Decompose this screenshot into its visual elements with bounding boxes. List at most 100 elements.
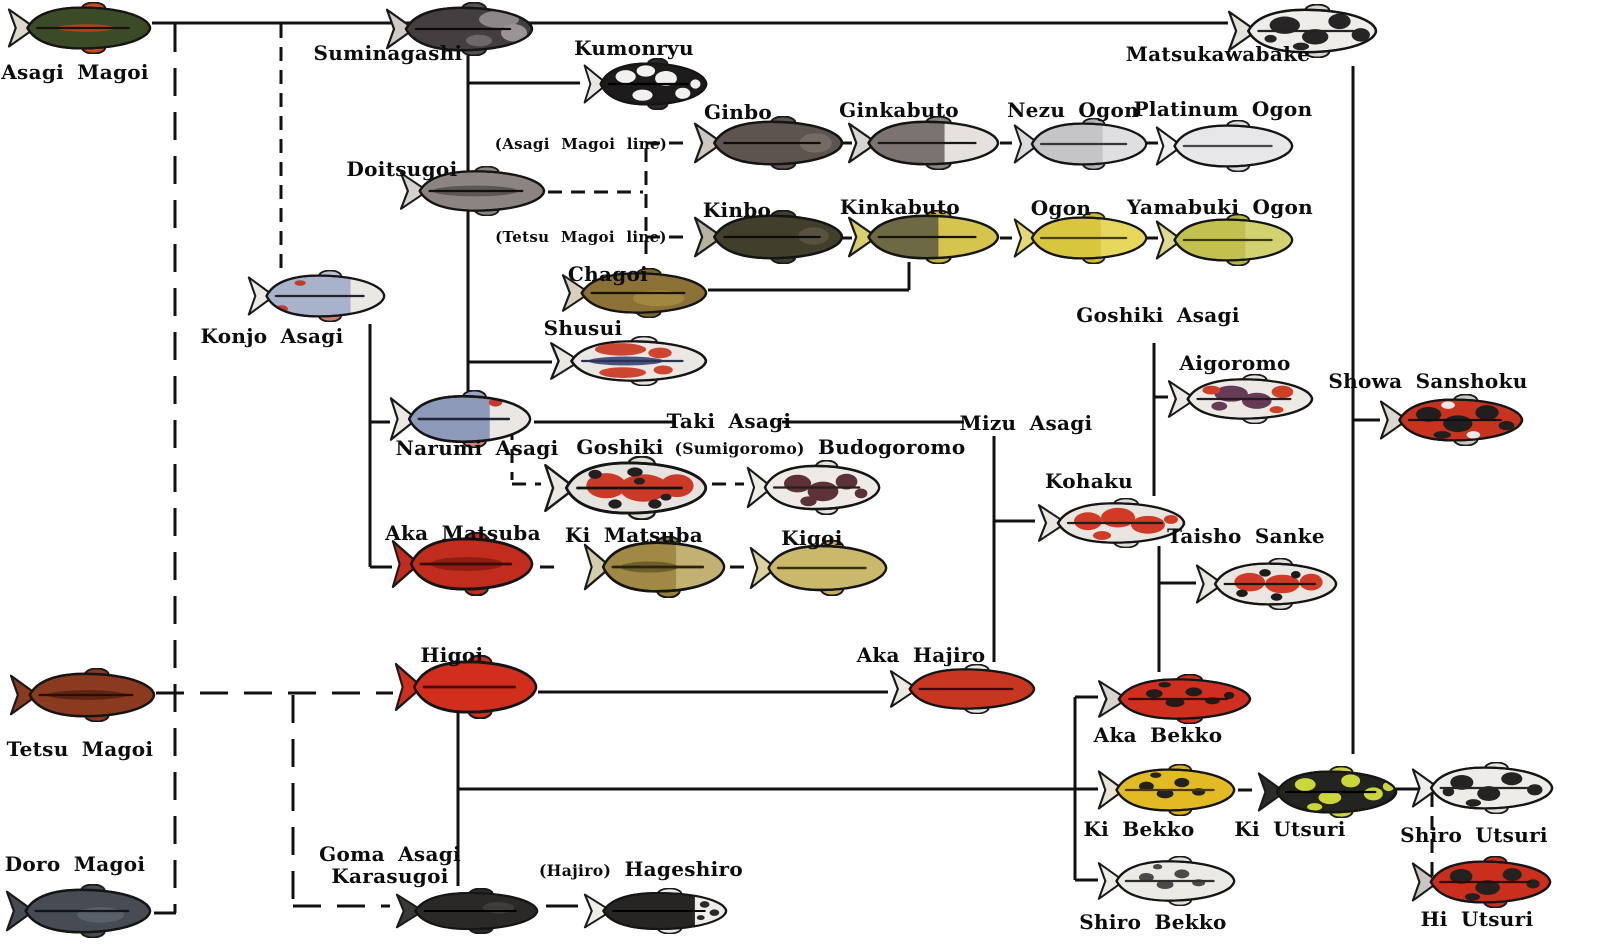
hi-utsuri-label-text: Hi Utsuri (1420, 907, 1534, 931)
mizu-asagi-label-text: Mizu Asagi (959, 411, 1093, 435)
goshiki-asagi-label-text: Goshiki Asagi (1076, 303, 1240, 327)
goshiki-fish (544, 456, 708, 520)
nezu-ogon-label: Nezu Ogon (1007, 99, 1139, 121)
doro-magoi-fish (5, 884, 152, 938)
shiro-bekko-label: Shiro Bekko (1079, 911, 1226, 933)
platinum-ogon-fish (1155, 120, 1294, 172)
yamabuki-ogon-fish (1155, 214, 1294, 266)
ginbo-label: Ginbo (704, 101, 772, 123)
konjo-asagi-label-text: Konjo Asagi (200, 324, 344, 348)
konjo-asagi-fish (247, 270, 386, 322)
aka-matsuba-fish (391, 532, 534, 596)
showa-sanshoku-fish (1379, 394, 1524, 446)
shusui-fish (550, 336, 708, 386)
suminagashi-label-text: Suminagashi (313, 41, 463, 65)
ogon-fish (1013, 212, 1148, 264)
doro-magoi-label-text: Doro Magoi (4, 852, 146, 876)
kumonryu-label: Kumonryu (574, 37, 694, 59)
shiro-bekko-label-text: Shiro Bekko (1079, 910, 1227, 934)
kigoi-label-text: Kigoi (781, 526, 843, 550)
shusui-label-text: Shusui (543, 316, 623, 340)
aka-matsuba-label-text: Aka Matsuba (385, 521, 541, 545)
kumonryu-label-text: Kumonryu (574, 36, 694, 60)
taisho-sanke-label-text: Taisho Sanke (1167, 524, 1325, 548)
taisho-sanke-label: Taisho Sanke (1167, 525, 1325, 547)
shiro-utsuri-fish (1411, 762, 1554, 814)
ki-utsuri-fish (1257, 766, 1398, 818)
asagi-magoi-label: Asagi Magoi (1, 61, 149, 83)
taisho-sanke-fish (1195, 558, 1338, 610)
kohaku-label: Kohaku (1045, 470, 1133, 492)
goma-asagi-karasugoi-label-text: Goma Asagi (319, 842, 461, 866)
ginbo-label-text: Ginbo (703, 100, 773, 124)
hageshiro-fish (583, 888, 728, 934)
kinbo-fish (693, 210, 844, 264)
higoi-label: Higoi (421, 644, 484, 666)
narumi-asagi-label-text: Narumi Asagi (395, 436, 559, 460)
tetsu-magoi-label: Tetsu Magoi (7, 738, 154, 760)
kinbo-label-text: Kinbo (702, 198, 772, 222)
aigoromo-label: Aigoromo (1179, 352, 1290, 374)
aka-bekko-fish (1097, 674, 1252, 724)
chagoi-label: Chagoi (568, 263, 648, 285)
kumonryu-fish (583, 58, 708, 110)
goma-asagi-karasugoi-fish (395, 888, 539, 934)
budogoromo-fish (746, 460, 881, 515)
matsukawabake-label-text: Matsukawabake (1125, 42, 1311, 66)
budogoromo-label-text: Budogoromo (817, 435, 966, 459)
aigoromo-label-text: Aigoromo (1179, 351, 1291, 375)
tetsu-magoi-fish (9, 668, 156, 722)
kinbo-label: Kinbo (703, 199, 771, 221)
yamabuki-ogon-label: Yamabuki Ogon (1127, 196, 1313, 218)
showa-sanshoku-label: Showa Sanshoku (1328, 370, 1527, 392)
ki-bekko-label: Ki Bekko (1083, 818, 1194, 840)
ginbo-fish (693, 116, 844, 170)
tetsu-magoi-line-label: (Tetsu Magoi line) (495, 229, 667, 246)
aka-bekko-label-text: Aka Bekko (1093, 723, 1223, 747)
hageshiro-label-text: Hageshiro (624, 857, 743, 881)
narumi-asagi-label: Narumi Asagi (396, 437, 559, 459)
budogoromo-label-prefix: (Sumigoromo) (674, 439, 805, 458)
ginkabuto-fish (847, 116, 1000, 170)
kinkabuto-label-text: Kinkabuto (839, 195, 961, 219)
goma-asagi-karasugoi-label-line2: Karasugoi (331, 864, 449, 888)
kohaku-fish (1037, 498, 1186, 548)
higoi-label-text: Higoi (420, 643, 484, 667)
ki-utsuri-label: Ki Utsuri (1234, 818, 1345, 840)
aka-hajiro-label: Aka Hajiro (857, 644, 986, 666)
narumi-asagi-fish (389, 390, 532, 448)
nezu-ogon-fish (1013, 118, 1148, 170)
showa-sanshoku-label-text: Showa Sanshoku (1328, 369, 1528, 393)
tetsu-magoi-line-label-text: (Tetsu Magoi line) (495, 228, 667, 246)
goshiki-label: Goshiki (576, 436, 663, 458)
ogon-label-text: Ogon (1030, 196, 1092, 220)
taki-asagi-label-text: Taki Asagi (666, 409, 792, 433)
goshiki-asagi-label: Goshiki Asagi (1076, 304, 1239, 326)
mizu-asagi-label: Mizu Asagi (960, 412, 1093, 434)
asagi-magoi-line-label: (Asagi Magoi line) (495, 136, 667, 153)
asagi-magoi-label-text: Asagi Magoi (1, 60, 149, 84)
doitsugoi-label-text: Doitsugoi (346, 157, 458, 181)
asagi-magoi-line-label-text: (Asagi Magoi line) (494, 135, 668, 153)
suminagashi-label: Suminagashi (314, 42, 463, 64)
matsukawabake-label: Matsukawabake (1126, 43, 1311, 65)
hi-utsuri-label: Hi Utsuri (1421, 908, 1534, 930)
shusui-label: Shusui (544, 317, 623, 339)
doitsugoi-label: Doitsugoi (347, 158, 458, 180)
doitsugoi-fish (399, 166, 546, 216)
kohaku-label-text: Kohaku (1045, 469, 1133, 493)
ki-matsuba-label-text: Ki Matsuba (564, 523, 704, 547)
kigoi-fish (749, 540, 888, 596)
aka-matsuba-label: Aka Matsuba (385, 522, 541, 544)
chagoi-fish (561, 268, 708, 318)
yamabuki-ogon-label-text: Yamabuki Ogon (1127, 195, 1313, 219)
kigoi-label: Kigoi (781, 527, 842, 549)
budogoromo-label: (Sumigoromo) Budogoromo (675, 436, 966, 458)
aka-hajiro-fish (889, 664, 1036, 714)
higoi-fish (394, 655, 538, 719)
matsukawabake-fish (1227, 4, 1378, 58)
shiro-utsuri-label-text: Shiro Utsuri (1400, 823, 1548, 847)
ki-matsuba-fish (583, 536, 726, 598)
